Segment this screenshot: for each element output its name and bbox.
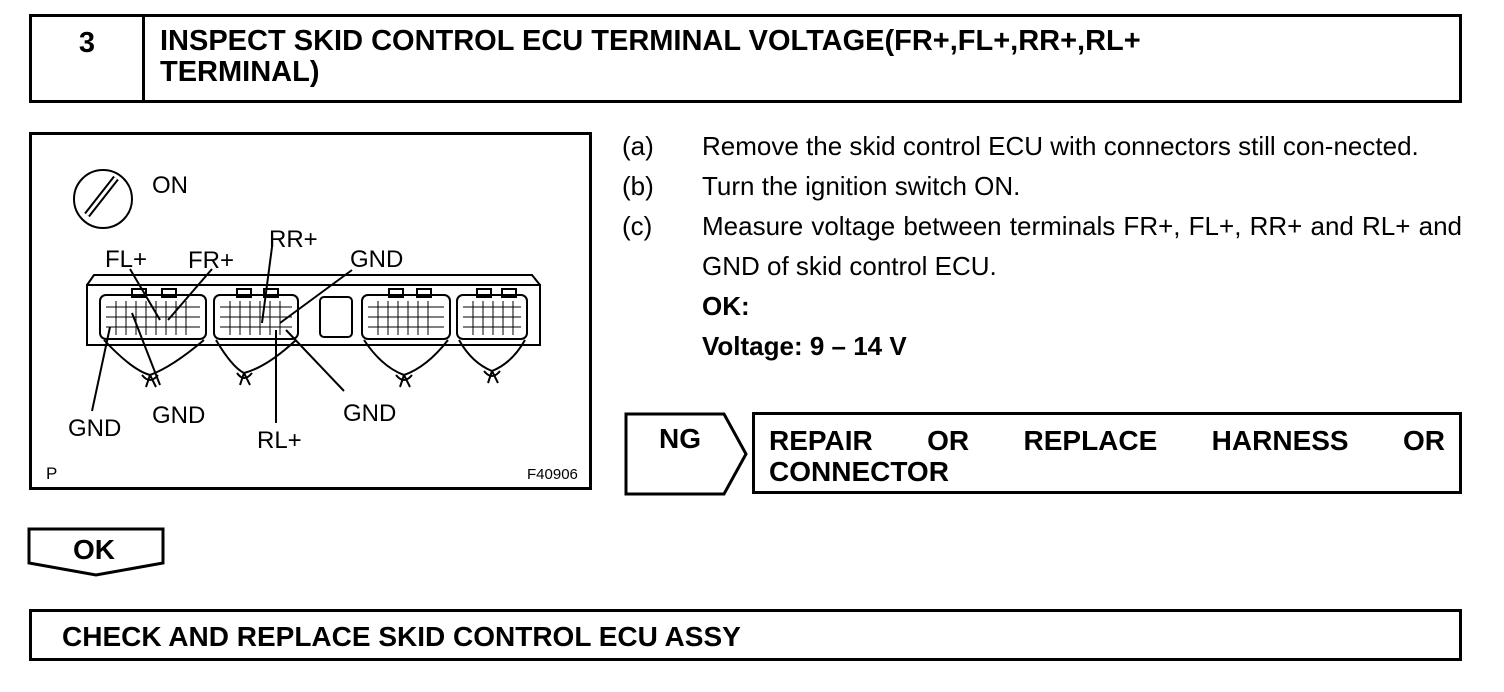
ng-label: NG — [659, 423, 701, 454]
instruction-text: Remove the skid control ECU with connect… — [702, 131, 1419, 161]
figure-id-label: F40906 — [527, 466, 578, 483]
ng-result-text: REPAIR OR REPLACE HARNESS OR CONNECTOR — [769, 425, 1445, 487]
spec-heading: OK: — [702, 291, 750, 321]
step-title-line1: INSPECT SKID CONTROL ECU TERMINAL VOLTAG… — [160, 25, 1141, 57]
ecu-connector-icon — [86, 274, 541, 388]
step-title: INSPECT SKID CONTROL ECU TERMINAL VOLTAG… — [160, 26, 1439, 88]
corner-p-label: P — [46, 464, 57, 483]
instruction-text: Turn the ignition switch ON. — [702, 171, 1021, 201]
instruction-text: Measure voltage between terminals FR+, F… — [702, 211, 1462, 281]
ignition-switch-icon — [73, 169, 133, 229]
instruction-letter: (a) — [622, 131, 654, 161]
instruction-c: (c) Measure voltage between terminals FR… — [622, 206, 1462, 286]
fr-plus-label: FR+ — [188, 247, 234, 274]
ng-result-line2: CONNECTOR — [769, 456, 949, 487]
step-number: 3 — [32, 17, 145, 100]
final-action-box: CHECK AND REPLACE SKID CONTROL ECU ASSY — [29, 609, 1462, 661]
rl-plus-label: RL+ — [257, 427, 302, 454]
rr-plus-label: RR+ — [269, 226, 318, 253]
final-action-text: CHECK AND REPLACE SKID CONTROL ECU ASSY — [62, 621, 741, 652]
gnd-right-label: GND — [343, 400, 396, 427]
step-header: 3 INSPECT SKID CONTROL ECU TERMINAL VOLT… — [29, 14, 1462, 103]
ok-tab: OK — [27, 527, 165, 577]
ok-label: OK — [73, 534, 115, 565]
ng-arrow: NG — [624, 412, 748, 496]
gnd-top-label: GND — [350, 246, 403, 273]
ng-result-box: REPAIR OR REPLACE HARNESS OR CONNECTOR — [752, 412, 1462, 494]
gnd-left-label: GND — [68, 415, 121, 442]
ecu-figure: ON — [29, 132, 592, 490]
spec-value: Voltage: 9 – 14 V — [702, 331, 907, 361]
instructions: (a) Remove the skid control ECU with con… — [622, 126, 1462, 366]
ng-result-line1: REPAIR OR REPLACE HARNESS OR — [769, 425, 1445, 456]
fl-plus-label: FL+ — [105, 246, 147, 273]
instruction-letter: (b) — [622, 171, 654, 201]
ecu-connector-diagram: ON — [46, 169, 578, 483]
instruction-a: (a) Remove the skid control ECU with con… — [622, 126, 1462, 166]
instruction-letter: (c) — [622, 211, 653, 241]
switch-on-label: ON — [152, 172, 188, 199]
instruction-b: (b) Turn the ignition switch ON. — [622, 166, 1462, 206]
gnd-mid-label: GND — [152, 402, 205, 429]
step-title-line2: TERMINAL) — [160, 56, 320, 88]
